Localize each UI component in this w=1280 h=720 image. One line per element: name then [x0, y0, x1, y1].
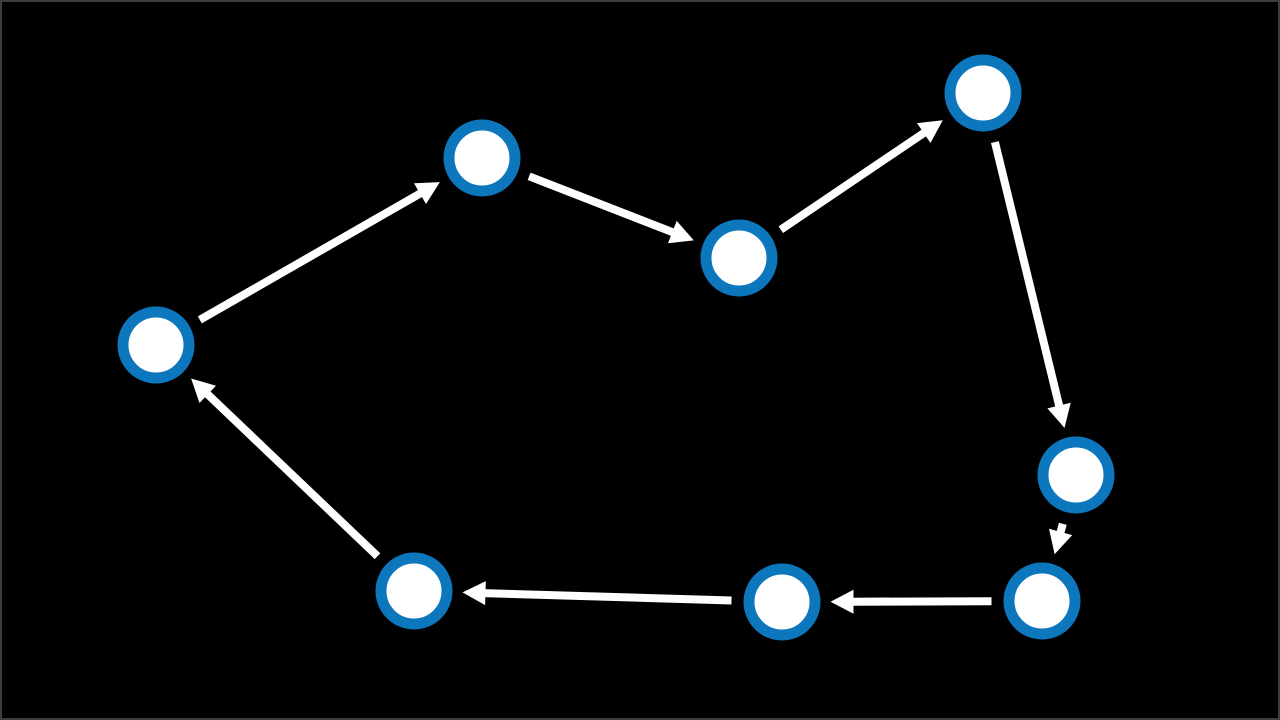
arrowhead-icon: [917, 120, 943, 143]
edge-node-bottom-middle-to-node-bottom-left: [462, 581, 732, 606]
edge-node-upper-left-to-node-top-middle: [527, 172, 694, 244]
edge-line: [851, 597, 992, 606]
arrowhead-icon: [668, 220, 694, 244]
node-right: [1037, 436, 1115, 514]
node-left: [117, 306, 195, 384]
arrowhead-icon: [1049, 528, 1073, 555]
arrowhead-icon: [1047, 402, 1071, 428]
edge-node-right-to-node-lower-right: [1049, 522, 1073, 555]
edge-line: [991, 141, 1064, 409]
arrowhead-icon: [414, 182, 440, 204]
arrowhead-icon: [191, 378, 216, 403]
edge-line: [483, 589, 732, 605]
edge-node-left-to-node-upper-left: [197, 182, 440, 324]
node-bottom-middle: [743, 563, 821, 641]
edge-line: [527, 172, 676, 237]
edge-node-bottom-left-to-node-left: [191, 378, 381, 560]
node-lower-right: [1003, 562, 1081, 640]
edge-line: [203, 390, 381, 560]
arrowhead-icon: [830, 589, 854, 614]
edge-line: [197, 189, 424, 324]
node-top-middle: [700, 219, 778, 297]
edge-node-upper-right-to-node-right: [991, 141, 1071, 428]
node-upper-left: [443, 119, 521, 197]
edge-line: [778, 128, 928, 234]
node-bottom-left: [375, 552, 453, 630]
edge-node-lower-right-to-node-bottom-middle: [830, 589, 992, 614]
node-upper-right: [944, 54, 1022, 132]
arrowhead-icon: [462, 581, 486, 606]
edge-node-top-middle-to-node-upper-right: [778, 120, 943, 234]
